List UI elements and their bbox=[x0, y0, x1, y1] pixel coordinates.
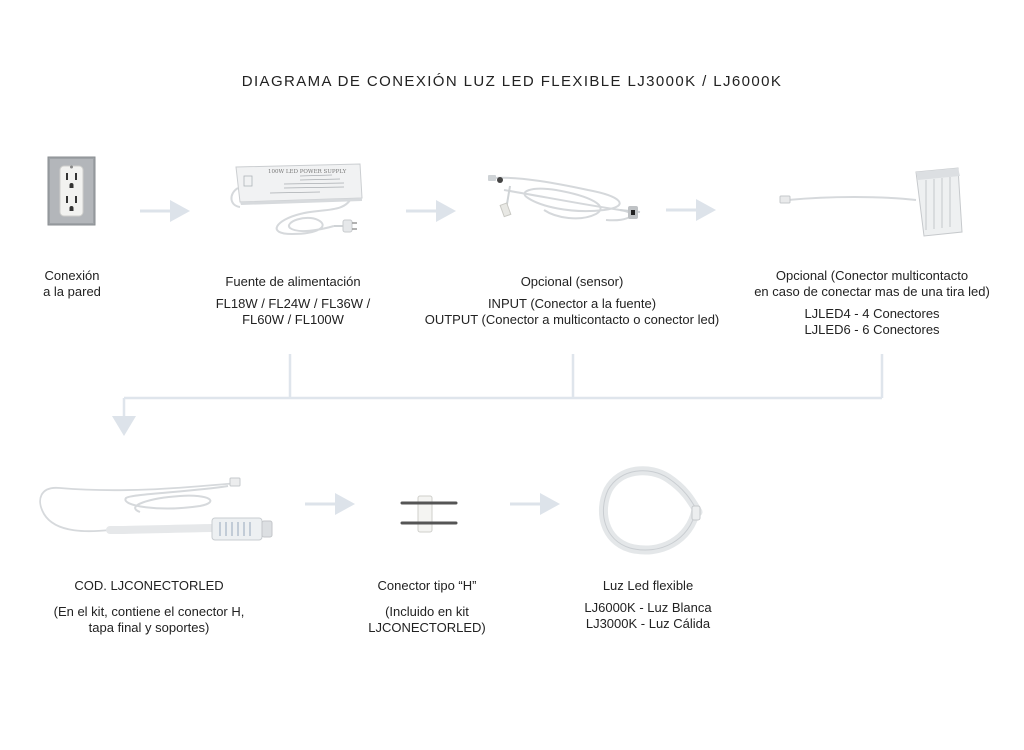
caption-sensor-title: Opcional (sensor) bbox=[520, 274, 624, 289]
caption-multi-title-1: Opcional (Conector multicontacto bbox=[775, 268, 969, 283]
caption-power-supply: Fuente de alimentación FL18W / FL24W / F… bbox=[193, 274, 393, 328]
led-strip-icon bbox=[598, 466, 703, 555]
caption-wall-line-2: a la pared bbox=[43, 284, 101, 299]
caption-led-strip: Luz Led flexible LJ6000K - Luz Blanca LJ… bbox=[568, 578, 728, 632]
caption-led-model-2: LJ3000K - Luz Cálida bbox=[585, 616, 711, 631]
caption-multi-model-1: LJLED4 - 4 Conectores bbox=[804, 306, 940, 321]
power-supply-icon bbox=[230, 163, 363, 236]
connector-lines bbox=[122, 354, 884, 418]
caption-connector-led-detail-2: tapa final y soportes) bbox=[88, 620, 210, 635]
caption-power-models-2: FL60W / FL100W bbox=[242, 312, 344, 327]
caption-sensor-output: OUTPUT (Conector a multicontacto o conec… bbox=[424, 312, 720, 327]
caption-multi-title-2: en caso de conectar mas de una tira led) bbox=[754, 284, 990, 299]
caption-sensor: Opcional (sensor) INPUT (Conector a la f… bbox=[402, 274, 742, 328]
arrow-power-to-sensor bbox=[406, 200, 456, 222]
wall-outlet-icon bbox=[47, 156, 96, 226]
caption-h-detail-1: (Incluido en kit bbox=[385, 604, 469, 619]
caption-connector-led-detail-1: (En el kit, contiene el conector H, bbox=[53, 604, 245, 619]
caption-wall: Conexión a la pared bbox=[12, 268, 132, 300]
multicontact-connector-icon bbox=[779, 167, 963, 237]
power-supply-label: 100W LED POWER SUPPLY bbox=[268, 169, 347, 175]
caption-h-detail-2: LJCONECTORLED) bbox=[368, 620, 486, 635]
caption-power-title: Fuente de alimentación bbox=[225, 274, 361, 289]
sensor-cable-icon bbox=[488, 175, 641, 222]
caption-led-title: Luz Led flexible bbox=[602, 578, 694, 593]
arrow-sensor-to-multi bbox=[666, 199, 716, 221]
caption-multi-model-2: LJLED6 - 6 Conectores bbox=[804, 322, 940, 337]
caption-multicontact: Opcional (Conector multicontacto en caso… bbox=[742, 268, 1002, 338]
arrow-down-to-connector-led bbox=[112, 416, 136, 436]
arrow-wall-to-power bbox=[140, 200, 190, 222]
caption-wall-line-1: Conexión bbox=[44, 268, 100, 283]
caption-sensor-input: INPUT (Conector a la fuente) bbox=[487, 296, 657, 311]
caption-h-connector: Conector tipo “H” (Incluido en kit LJCON… bbox=[357, 578, 497, 636]
caption-connector-led: COD. LJCONECTORLED (En el kit, contiene … bbox=[39, 578, 259, 636]
caption-connector-led-title: COD. LJCONECTORLED bbox=[74, 578, 224, 593]
h-connector-icon bbox=[400, 495, 458, 533]
arrow-connector-led-to-h bbox=[305, 493, 355, 515]
diagram-title: DIAGRAMA DE CONEXIÓN LUZ LED FLEXIBLE LJ… bbox=[241, 73, 783, 90]
caption-power-models-1: FL18W / FL24W / FL36W / bbox=[215, 296, 371, 311]
caption-led-model-1: LJ6000K - Luz Blanca bbox=[584, 600, 712, 615]
caption-h-title: Conector tipo “H” bbox=[377, 578, 477, 593]
arrow-h-to-led-strip bbox=[510, 493, 560, 515]
connector-led-kit-icon bbox=[39, 477, 273, 541]
